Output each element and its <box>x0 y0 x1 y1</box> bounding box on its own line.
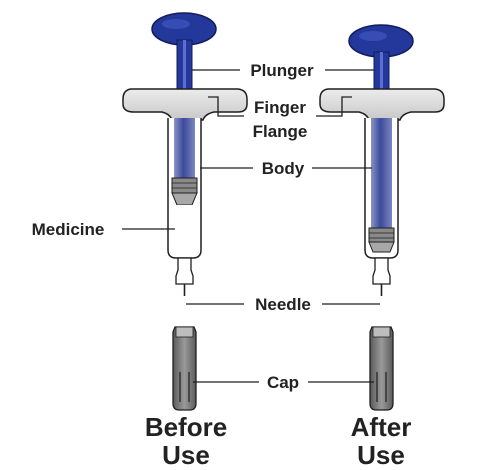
label-finger: Finger <box>254 98 306 117</box>
label-needle: Needle <box>255 295 311 314</box>
caption-before-line1: Before <box>145 412 227 442</box>
label-cap: Cap <box>267 373 299 392</box>
cap-after <box>369 326 394 411</box>
cap-before <box>172 326 197 411</box>
label-plunger: Plunger <box>250 61 314 80</box>
label-medicine: Medicine <box>32 220 105 239</box>
stopper-before <box>171 177 198 194</box>
caption-after-line1: After <box>351 412 412 442</box>
syringe-before-use <box>122 12 248 411</box>
medicine-liquid <box>172 205 197 255</box>
label-body: Body <box>262 159 305 178</box>
needle-hub-after <box>372 257 391 285</box>
caption-before-line2: Use <box>162 440 210 470</box>
leader-lines <box>122 69 380 383</box>
syringe-after-use <box>319 24 445 411</box>
stopper-after <box>368 227 395 243</box>
label-flange: Flange <box>253 122 308 141</box>
caption-after-line2: Use <box>357 440 405 470</box>
needle-hub-before <box>175 257 194 285</box>
